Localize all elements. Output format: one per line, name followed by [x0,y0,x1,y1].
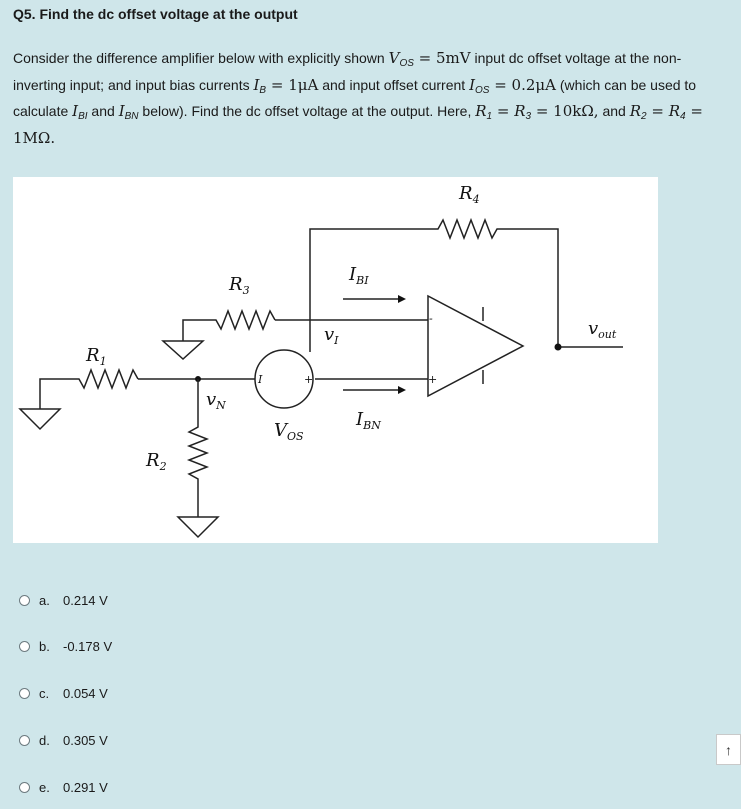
option-e-value: 0.291 V [63,779,108,795]
radio-e[interactable] [19,781,30,793]
option-d-value: 0.305 V [63,732,108,748]
vos-label: VOS [274,420,304,443]
ibi-arrow [398,295,406,303]
r2-label: R2 [145,450,167,473]
option-b-value: -0.178 V [63,638,113,654]
option-d-letter: d. [39,732,50,748]
ground-r2 [176,516,220,539]
option-c-letter: c. [39,685,50,701]
ibn-label: IBN [355,409,381,432]
ground-r3 [161,340,205,361]
r1-resistor [39,367,139,409]
option-a[interactable]: a. 0.214 V [19,590,108,610]
op-amp [427,294,525,398]
arrow-up-icon: ↑ [725,741,732,758]
option-b[interactable]: b. -0.178 V [19,636,112,656]
question-title: Q5. Find the dc offset voltage at the ou… [13,6,298,22]
vout-label: vout [588,318,617,341]
r3-resistor [182,308,276,341]
option-a-letter: a. [39,592,50,608]
radio-c[interactable] [19,687,30,699]
ground-r1 [18,408,62,431]
feedback-wire [309,217,623,352]
option-d[interactable]: d. 0.305 V [19,730,108,750]
noninverting-sign: + [428,373,437,386]
radio-d[interactable] [19,734,30,746]
scroll-to-top-button[interactable]: ↑ [716,734,741,765]
option-c-value: 0.054 V [63,685,108,701]
radio-b[interactable] [19,640,30,652]
inverting-sign: - [429,312,433,325]
output-node [554,343,562,351]
ibi-label: IBI [348,264,369,287]
vos-minus-sign: I [257,373,263,386]
vos-plus-sign: + [304,373,313,386]
r2-resistor [186,379,210,517]
option-a-value: 0.214 V [63,592,108,608]
r4-label: R4 [458,183,480,206]
ibn-arrow [398,386,406,394]
r3-label: R3 [228,274,250,297]
option-e[interactable]: e. 0.291 V [19,777,108,797]
vi-label: vI [324,324,339,347]
option-e-letter: e. [39,779,50,795]
vn-label: vN [206,389,226,412]
circuit-diagram: - + I + R4 R3 R1 R2 IBI IBN vI vN VOS vo… [13,177,658,543]
question-text: Consider the difference amplifier below … [13,49,703,147]
radio-a[interactable] [19,594,30,606]
option-b-letter: b. [39,638,50,654]
r1-label: R1 [85,345,107,368]
option-c[interactable]: c. 0.054 V [19,683,108,703]
